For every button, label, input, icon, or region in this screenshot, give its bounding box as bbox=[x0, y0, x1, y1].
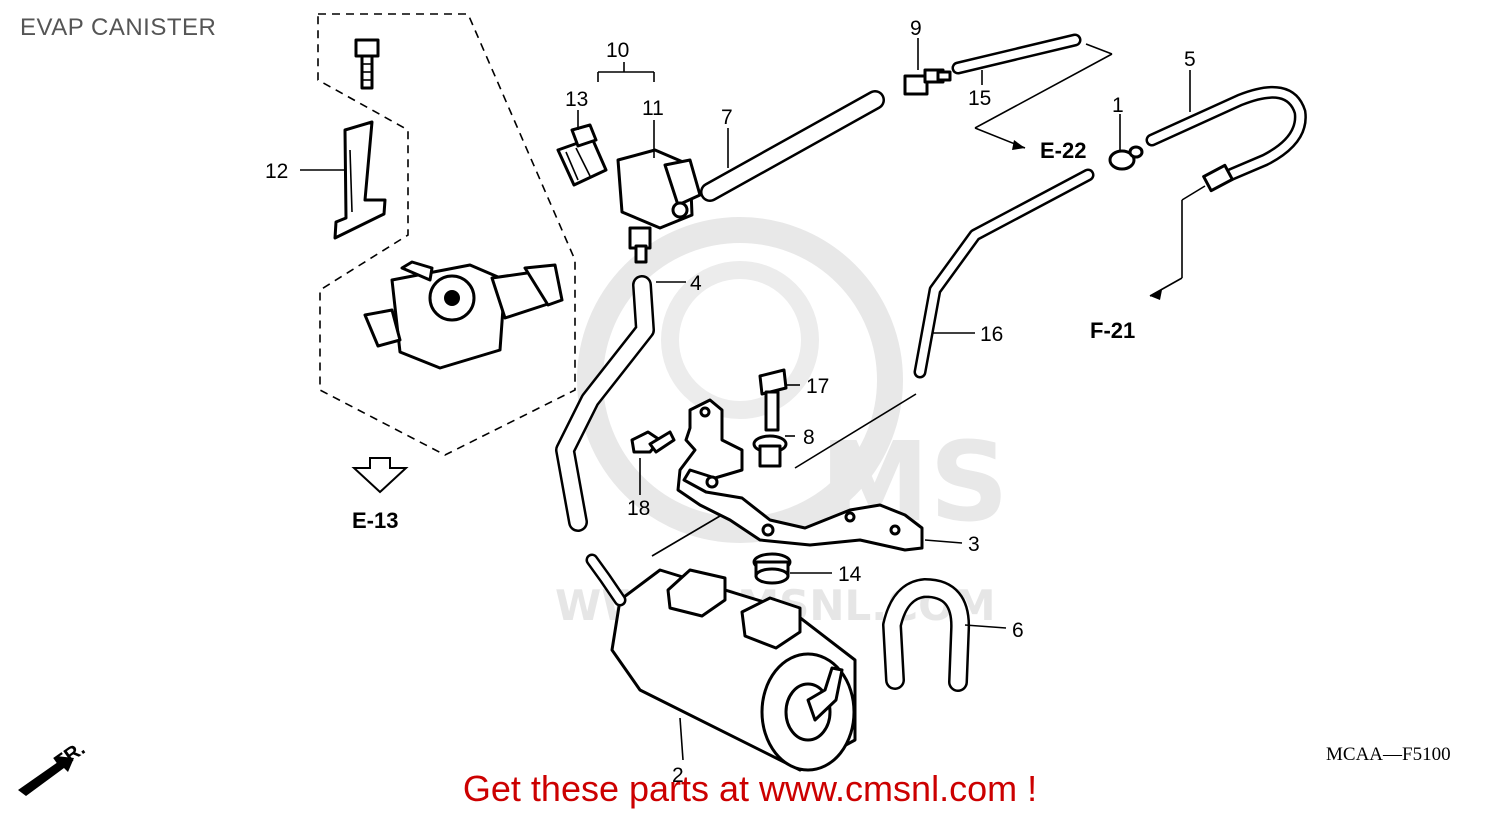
reference-e22[interactable]: E-22 bbox=[1040, 138, 1087, 163]
hose-5 bbox=[1145, 85, 1307, 193]
connector-13 bbox=[556, 123, 608, 187]
canister-2 bbox=[585, 553, 857, 772]
reference-e13[interactable]: E-13 bbox=[352, 508, 399, 533]
bolt-17 bbox=[758, 368, 788, 432]
diagram-code: MCAA—F5100 bbox=[1326, 744, 1451, 765]
e22-arrowhead bbox=[1012, 140, 1025, 150]
callout-3: 3 bbox=[968, 533, 980, 556]
callout-9: 9 bbox=[910, 17, 922, 40]
callout-15: 15 bbox=[968, 87, 991, 110]
e13-arrow bbox=[351, 457, 409, 494]
bracket-12 bbox=[333, 120, 387, 240]
clip-1 bbox=[1108, 145, 1144, 171]
footer-link[interactable]: Get these parts at www.cmsnl.com ! bbox=[462, 768, 1038, 809]
grommet-14 bbox=[752, 552, 792, 585]
callout-17: 17 bbox=[806, 375, 829, 398]
callout-7: 7 bbox=[721, 106, 733, 129]
reference-f21[interactable]: F-21 bbox=[1090, 318, 1136, 343]
callout-13: 13 bbox=[565, 88, 588, 111]
hose-15 bbox=[951, 33, 1082, 75]
callout-2: 2 bbox=[672, 764, 684, 787]
leader-lines bbox=[300, 38, 1206, 761]
solenoid-valve-11 bbox=[616, 148, 702, 264]
callout-12: 12 bbox=[265, 160, 288, 183]
hose-16 bbox=[913, 168, 1095, 379]
fitting-9 bbox=[903, 68, 952, 96]
f21-arrowhead bbox=[1150, 290, 1162, 300]
callout-4: 4 bbox=[690, 272, 702, 295]
hose-4 bbox=[555, 275, 655, 532]
collar-8 bbox=[752, 434, 788, 468]
callout-numbers: 1 2 3 4 5 6 7 8 9 10 11 12 13 14 15 16 1… bbox=[265, 17, 1196, 787]
bracket-3 bbox=[676, 398, 924, 552]
callout-18: 18 bbox=[627, 497, 650, 520]
actuator-motor bbox=[363, 260, 564, 370]
hose-6 bbox=[882, 578, 971, 692]
callout-16: 16 bbox=[980, 323, 1003, 346]
bolt-18 bbox=[630, 430, 676, 454]
bolt-upper bbox=[354, 38, 380, 90]
callout-6: 6 bbox=[1012, 619, 1024, 642]
callout-14: 14 bbox=[838, 563, 862, 586]
callout-11: 11 bbox=[642, 97, 664, 120]
assembly-outline bbox=[317, 13, 576, 456]
hose-7 bbox=[700, 90, 885, 202]
callout-5: 5 bbox=[1184, 48, 1196, 71]
callout-10: 10 bbox=[606, 39, 629, 62]
callout-8: 8 bbox=[803, 426, 815, 449]
callout-1: 1 bbox=[1112, 94, 1124, 117]
page-title: EVAP CANISTER bbox=[20, 14, 217, 41]
